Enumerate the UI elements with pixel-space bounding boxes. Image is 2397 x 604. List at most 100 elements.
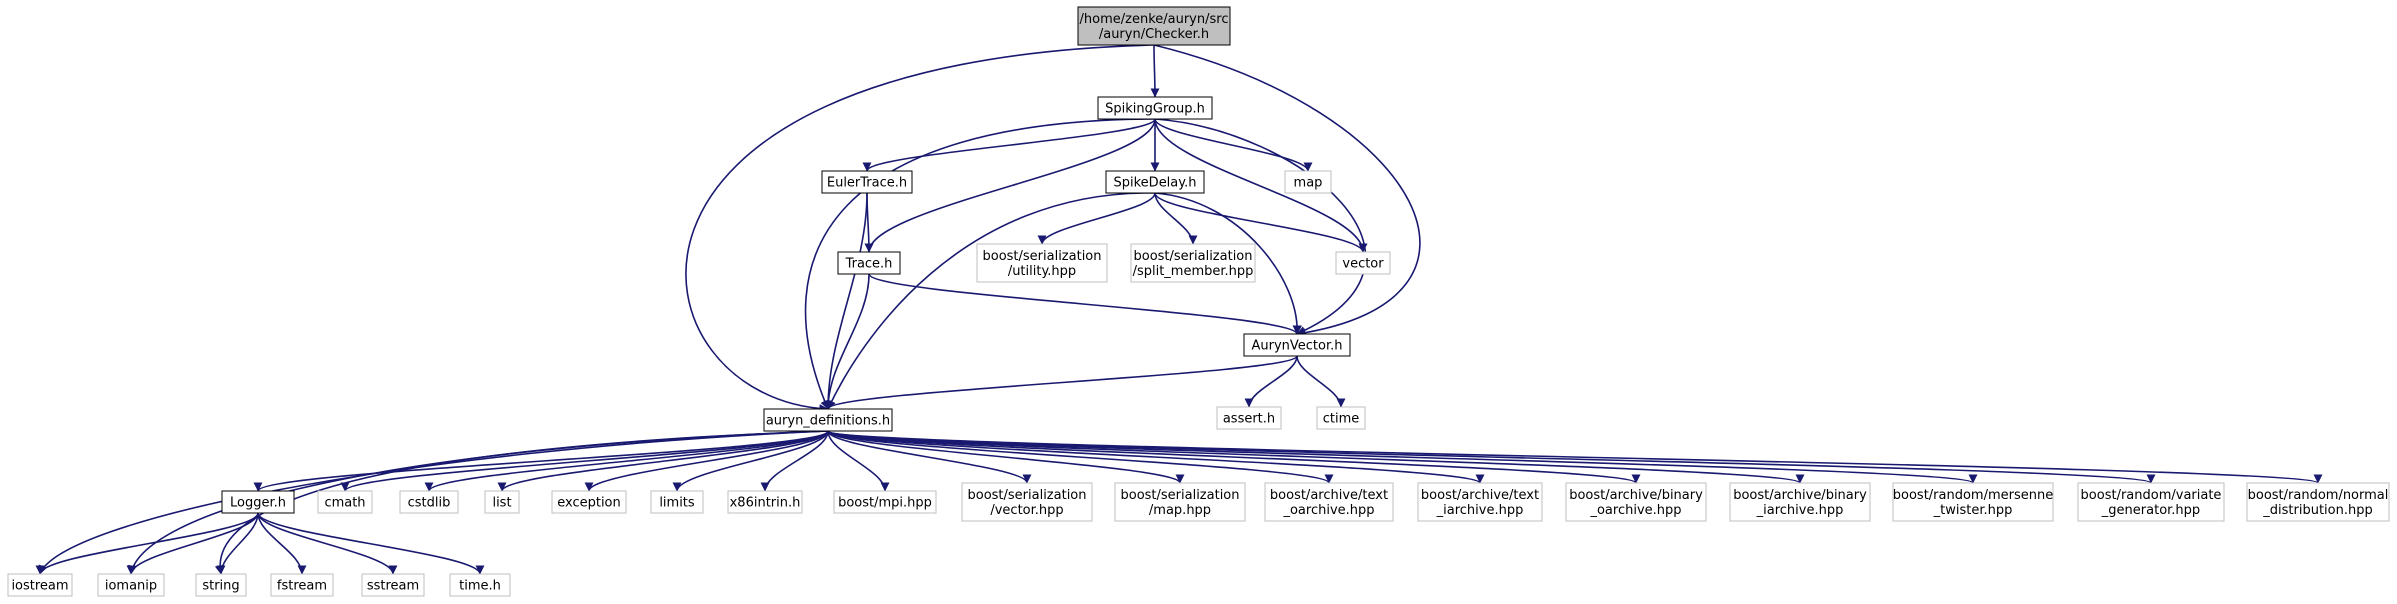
node-boost-random-normal-distribution-hpp-label: boost/random/normal <box>2248 488 2389 503</box>
edge-auryn-definitions-h-to-boost-serialization-vector-hpp <box>827 430 1032 484</box>
node-boost-archive-binary-iarchive-hpp-label: boost/archive/binary <box>1733 488 1867 503</box>
node-boost-serialization-utility-hpp: boost/serialization/utility.hpp <box>976 243 1108 283</box>
edge-auryn-definitions-h-to-boost-archive-binary-iarchive-hpp <box>827 430 1805 484</box>
node-spike-delay-h[interactable]: SpikeDelay.h <box>1105 170 1205 194</box>
node-boost-serialization-vector-hpp-label: /vector.hpp <box>990 503 1063 518</box>
edge-logger-h-to-fstream <box>257 512 307 575</box>
node-x86intrin-h-label: x86intrin.h <box>730 496 801 511</box>
edge-auryn-definitions-h-to-boost-random-normal-distribution-hpp <box>827 430 2322 484</box>
node-fstream-box <box>270 573 334 597</box>
node-trace-h[interactable]: Trace.h <box>837 251 901 275</box>
edge-auryn-definitions-h-to-boost-random-variate-generator-hpp <box>827 430 2155 484</box>
node-list-label: list <box>492 496 511 511</box>
node-string: string <box>195 573 247 597</box>
node-auryn-vector-h-label: AurynVector.h <box>1251 339 1342 354</box>
node-boost-serialization-utility-hpp-label: /utility.hpp <box>1008 264 1076 279</box>
edge-trace-h-to-auryn-definitions-h <box>823 273 870 410</box>
node-iomanip: iomanip <box>97 573 165 597</box>
node-boost-mpi-hpp-label: boost/mpi.hpp <box>838 496 932 511</box>
node-euler-trace-h[interactable]: EulerTrace.h <box>821 170 913 194</box>
node-checker-h[interactable]: /home/zenke/auryn/src/auryn/Checker.h <box>1077 6 1231 46</box>
edge-spiking-group-h-to-map <box>1154 118 1313 172</box>
edge-spiking-group-h-to-auryn-definitions-h <box>804 118 1156 410</box>
node-vector-box <box>1335 251 1391 275</box>
edge-logger-h-to-iostream <box>35 512 259 575</box>
edge-logger-h-to-string <box>216 512 259 575</box>
node-boost-random-mersenne-twister-hpp-box <box>1892 482 2054 522</box>
node-boost-archive-binary-oarchive-hpp: boost/archive/binary_oarchive.hpp <box>1565 482 1707 522</box>
node-vector: vector <box>1335 251 1391 275</box>
node-iomanip-label: iomanip <box>105 579 157 594</box>
node-list-box <box>484 490 520 514</box>
node-limits: limits <box>650 490 704 514</box>
node-time-h-label: time.h <box>459 579 501 594</box>
edge-euler-trace-h-to-auryn-definitions-h <box>823 192 868 410</box>
node-cstdlib-box <box>399 490 459 514</box>
node-boost-serialization-utility-hpp-box <box>976 243 1108 283</box>
node-boost-serialization-vector-hpp: boost/serialization/vector.hpp <box>961 482 1093 522</box>
edge-auryn-definitions-h-to-limits <box>672 430 829 492</box>
node-boost-archive-text-oarchive-hpp: boost/archive/text_oarchive.hpp <box>1264 482 1394 522</box>
edge-auryn-definitions-h-to-iostream <box>38 430 829 575</box>
node-boost-serialization-map-hpp-box <box>1114 482 1246 522</box>
node-spike-delay-h-box <box>1105 170 1205 194</box>
edge-auryn-definitions-h-to-boost-archive-text-oarchive-hpp <box>827 430 1334 484</box>
node-auryn-definitions-h-box <box>763 408 893 432</box>
node-spiking-group-h-box <box>1097 96 1213 120</box>
node-boost-random-mersenne-twister-hpp: boost/random/mersenne_twister.hpp <box>1892 482 2054 522</box>
node-boost-serialization-map-hpp-label: boost/serialization <box>1120 488 1239 503</box>
edge-spike-delay-h-to-auryn-definitions-h <box>827 192 1156 410</box>
edge-auryn-definitions-h-to-boost-serialization-map-hpp <box>827 430 1185 484</box>
edge-auryn-vector-h-to-assert-h <box>1244 355 1298 408</box>
node-spike-delay-h-label: SpikeDelay.h <box>1114 176 1197 191</box>
node-checker-h-box <box>1077 6 1231 46</box>
node-vector-label: vector <box>1342 257 1384 272</box>
node-auryn-vector-h[interactable]: AurynVector.h <box>1243 333 1351 357</box>
node-list: list <box>484 490 520 514</box>
node-string-label: string <box>202 579 239 594</box>
node-x86intrin-h: x86intrin.h <box>727 490 803 514</box>
node-auryn-definitions-h[interactable]: auryn_definitions.h <box>763 408 893 432</box>
edge-auryn-definitions-h-to-boost-mpi-hpp <box>827 430 890 492</box>
node-boost-serialization-map-hpp-label: /map.hpp <box>1149 503 1211 518</box>
edge-spike-delay-h-to-boost-serialization-split-member-hpp <box>1154 192 1198 245</box>
node-boost-random-mersenne-twister-hpp-label: _twister.hpp <box>1933 503 2013 518</box>
edge-spike-delay-h-to-vector <box>1154 192 1368 253</box>
node-boost-archive-text-iarchive-hpp-label: boost/archive/text <box>1421 488 1539 503</box>
edge-spiking-group-h-to-trace-h <box>864 118 1156 253</box>
edge-checker-h-to-auryn-vector-h <box>1153 44 1421 338</box>
node-boost-random-variate-generator-hpp-label: _generator.hpp <box>2101 503 2200 518</box>
node-boost-random-normal-distribution-hpp: boost/random/normal_distribution.hpp <box>2246 482 2390 522</box>
node-assert-h: assert.h <box>1216 406 1282 430</box>
edge-trace-h-to-auryn-vector-h <box>868 273 1302 335</box>
node-string-box <box>195 573 247 597</box>
node-boost-archive-text-iarchive-hpp: boost/archive/text_iarchive.hpp <box>1417 482 1543 522</box>
node-exception-box <box>551 490 627 514</box>
node-auryn-definitions-h-label: auryn_definitions.h <box>766 414 890 429</box>
edge-checker-h-to-spiking-group-h <box>1150 44 1160 98</box>
node-ctime-label: ctime <box>1323 412 1360 427</box>
node-iostream-label: iostream <box>11 579 68 594</box>
node-boost-serialization-vector-hpp-box <box>961 482 1093 522</box>
node-euler-trace-h-box <box>821 170 913 194</box>
edge-auryn-definitions-h-to-exception <box>584 430 829 492</box>
node-boost-archive-binary-iarchive-hpp: boost/archive/binary_iarchive.hpp <box>1729 482 1871 522</box>
edge-auryn-definitions-h-to-boost-archive-text-iarchive-hpp <box>827 430 1485 484</box>
node-logger-h[interactable]: Logger.h <box>221 490 295 514</box>
node-boost-archive-binary-iarchive-hpp-box <box>1729 482 1871 522</box>
edge-auryn-definitions-h-to-string <box>214 430 829 575</box>
edge-spiking-group-h-to-euler-trace-h <box>862 118 1156 172</box>
node-boost-random-normal-distribution-hpp-box <box>2246 482 2390 522</box>
node-boost-random-variate-generator-hpp-label: boost/random/variate <box>2081 488 2222 503</box>
edge-auryn-definitions-h-to-boost-archive-binary-oarchive-hpp <box>827 430 1641 484</box>
node-boost-archive-text-oarchive-hpp-box <box>1264 482 1394 522</box>
node-boost-archive-binary-oarchive-hpp-label: boost/archive/binary <box>1569 488 1703 503</box>
node-checker-h-label: /home/zenke/auryn/src <box>1080 12 1229 27</box>
node-boost-mpi-hpp-box <box>833 490 937 514</box>
node-iostream: iostream <box>7 573 73 597</box>
node-boost-archive-binary-oarchive-hpp-box <box>1565 482 1707 522</box>
node-spiking-group-h[interactable]: SpikingGroup.h <box>1097 96 1213 120</box>
node-cmath: cmath <box>317 490 373 514</box>
node-boost-serialization-vector-hpp-label: boost/serialization <box>967 488 1086 503</box>
